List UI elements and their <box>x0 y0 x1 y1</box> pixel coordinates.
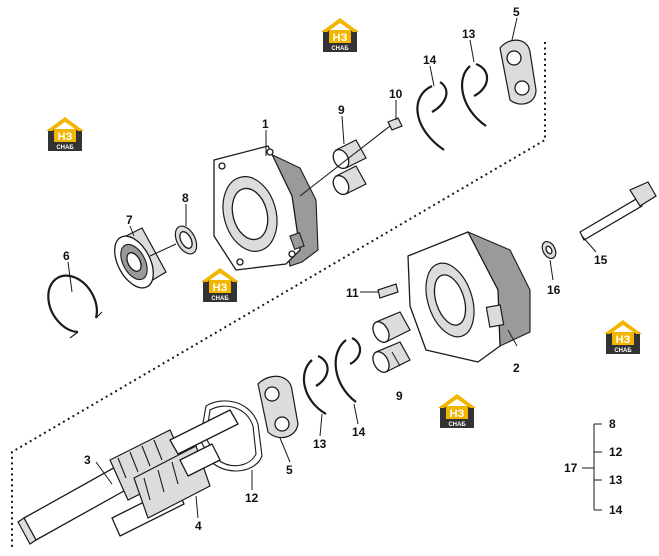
callout-9a: 9 <box>338 103 345 117</box>
callout-13b: 13 <box>313 437 327 451</box>
part-13-backup-ring-upper <box>461 62 489 127</box>
callout-14b: 14 <box>352 425 366 439</box>
part-14-snap-ring-upper <box>416 81 448 151</box>
part-1-front-cover <box>213 145 319 271</box>
part-14-snap-ring-lower <box>334 337 362 403</box>
callout-5b: 5 <box>286 463 293 477</box>
svg-text:НЗ: НЗ <box>213 282 228 294</box>
part-16-washer <box>541 240 557 260</box>
svg-text:СНАБ: СНАБ <box>56 145 74 151</box>
svg-text:НЗ: НЗ <box>450 408 465 420</box>
part-13-backup-ring-lower <box>302 354 329 415</box>
svg-text:НЗ: НЗ <box>333 32 348 44</box>
part-8-seal <box>174 225 198 255</box>
part-10-dowel-pin <box>387 117 403 131</box>
svg-text:СНАБ: СНАБ <box>614 348 632 354</box>
part-3-drive-gear-shaft <box>17 409 239 545</box>
watermark-logo: НЗ СНАБ <box>604 320 642 354</box>
watermark-logo: НЗ СНАБ <box>46 117 84 151</box>
svg-text:СНАБ: СНАБ <box>331 46 349 52</box>
callout-13a: 13 <box>462 27 476 41</box>
part-2-pump-body <box>407 230 531 363</box>
callout-4: 4 <box>195 519 202 533</box>
part-15-bolt <box>579 181 657 241</box>
part-9-bushing-lower <box>372 311 411 373</box>
callout-15: 15 <box>594 253 608 267</box>
part-9-bushing-upper <box>332 139 367 196</box>
part-7-bearing <box>114 227 167 289</box>
part-5-wear-plate-upper <box>499 39 537 105</box>
callout-16: 16 <box>547 283 561 297</box>
kit-item-8: 8 <box>609 417 616 431</box>
watermark-logo: НЗ СНАБ <box>438 394 476 428</box>
callout-11: 11 <box>346 286 359 300</box>
part-12-gasket <box>199 400 263 472</box>
part-5-wear-plate-lower <box>257 375 299 439</box>
kit-label: 17 <box>564 461 578 475</box>
callout-8: 8 <box>182 191 189 205</box>
callout-5a: 5 <box>513 5 520 19</box>
callout-2: 2 <box>513 361 520 375</box>
watermark-logo: НЗ СНАБ <box>321 18 359 52</box>
kit-item-12: 12 <box>609 445 623 459</box>
svg-text:НЗ: НЗ <box>616 334 631 346</box>
watermark-logo: НЗ СНАБ <box>201 268 239 302</box>
leader-lines <box>67 17 597 519</box>
kit-item-14: 14 <box>609 503 623 517</box>
svg-text:НЗ: НЗ <box>58 131 73 143</box>
callout-6: 6 <box>63 249 70 263</box>
callout-10: 10 <box>389 87 403 101</box>
callout-12: 12 <box>245 491 259 505</box>
callout-1: 1 <box>262 117 269 131</box>
callout-3: 3 <box>84 453 91 467</box>
kit-legend: 17 8 12 13 14 <box>564 417 623 517</box>
callout-14a: 14 <box>423 53 437 67</box>
svg-text:СНАБ: СНАБ <box>211 296 229 302</box>
svg-text:СНАБ: СНАБ <box>448 422 466 428</box>
part-6-retaining-ring <box>47 274 103 339</box>
callout-7: 7 <box>126 213 133 227</box>
callouts: 1 2 3 4 5 5 6 7 8 9 9 10 11 12 13 13 14 … <box>63 5 608 533</box>
callout-9b: 9 <box>396 389 403 403</box>
kit-item-13: 13 <box>609 473 623 487</box>
part-11-pin <box>377 283 399 299</box>
part-4-driven-gear <box>111 443 221 537</box>
